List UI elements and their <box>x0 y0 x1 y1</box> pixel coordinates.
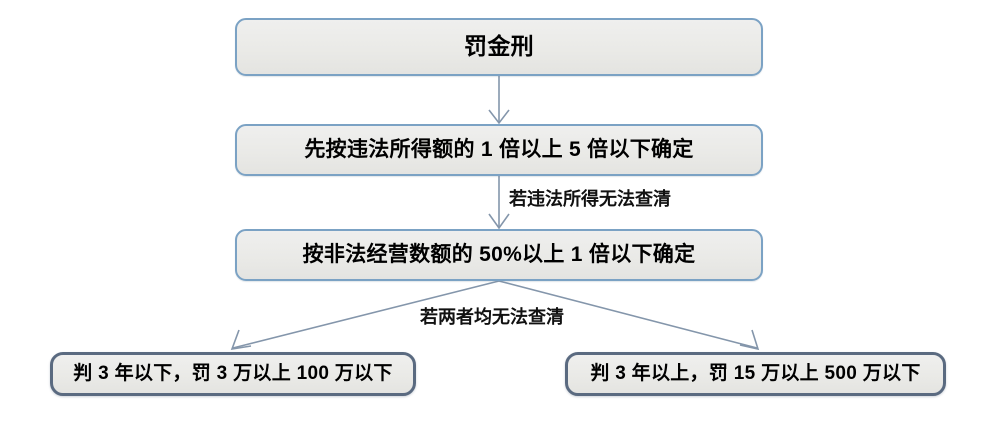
connector-step2-to-outcome-left <box>232 280 500 349</box>
connector-step2-to-outcome-right <box>498 280 758 349</box>
node-outcome-over-three-years: 判 3 年以上，罚 15 万以上 500 万以下 <box>565 352 946 396</box>
node-step-illegal-business-amount: 按非法经营数额的 50%以上 1 倍以下确定 <box>235 229 763 281</box>
edge-label-both-unclear: 若两者均无法查清 <box>420 307 564 327</box>
arrowhead-outcome-right <box>739 329 760 351</box>
node-step-illegal-gains: 先按违法所得额的 1 倍以上 5 倍以下确定 <box>235 124 763 176</box>
arrowhead-root-to-step1 <box>488 109 510 125</box>
node-step-illegal-business-amount-label: 按非法经营数额的 50%以上 1 倍以下确定 <box>302 243 696 267</box>
arrowhead-step1-to-step2 <box>488 213 510 230</box>
node-outcome-under-three-years-label: 判 3 年以下，罚 3 万以上 100 万以下 <box>73 362 393 384</box>
node-fine-penalty-label: 罚金刑 <box>464 33 534 60</box>
node-fine-penalty: 罚金刑 <box>235 18 763 76</box>
node-outcome-under-three-years: 判 3 年以下，罚 3 万以上 100 万以下 <box>50 352 416 396</box>
node-outcome-over-three-years-label: 判 3 年以上，罚 15 万以上 500 万以下 <box>590 362 921 384</box>
node-step-illegal-gains-label: 先按违法所得额的 1 倍以上 5 倍以下确定 <box>304 138 694 162</box>
edge-label-illegal-gains-unclear: 若违法所得无法查清 <box>509 189 671 209</box>
arrowhead-outcome-left <box>230 329 252 351</box>
